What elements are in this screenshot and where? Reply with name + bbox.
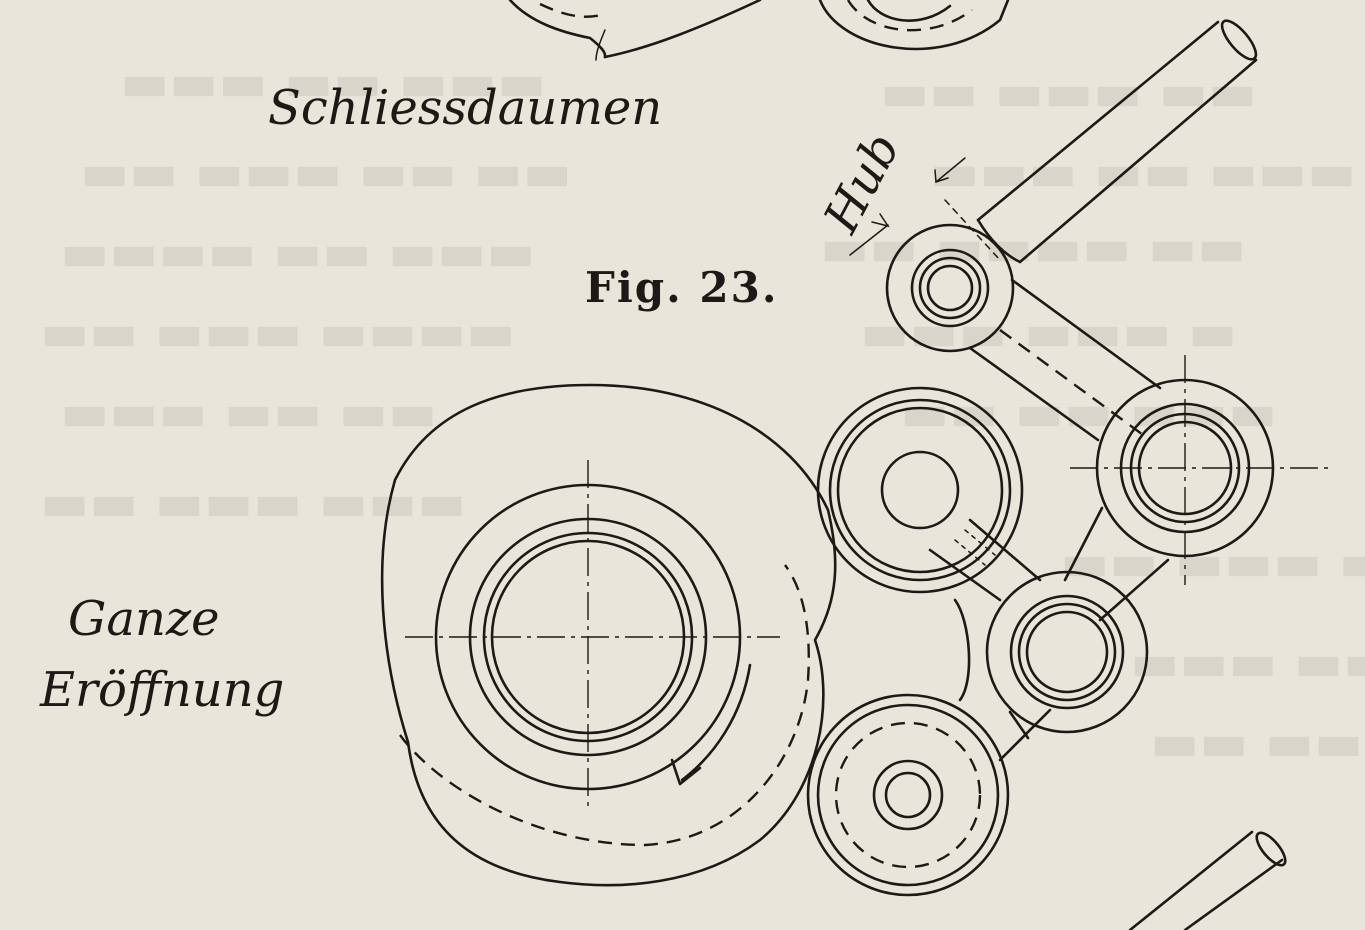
label-ganze: Ganze: [68, 591, 220, 647]
large-cam: [380, 383, 837, 887]
svg-text:▬▬▬▬ ▬▬ ▬▬▬: ▬▬▬▬ ▬▬ ▬▬▬: [60, 223, 535, 283]
bottom-roller: [806, 693, 1010, 897]
label-eroeffnung: Eröffnung: [39, 662, 284, 718]
right-eye: [1070, 355, 1330, 585]
lever-arms: [928, 278, 1170, 762]
bottom-rod: [1128, 830, 1287, 930]
lower-middle-eye: [985, 570, 1149, 734]
svg-text:▬▬▬ ▬▬ ▬▬▬: ▬▬▬ ▬▬ ▬▬▬: [930, 143, 1356, 203]
svg-text:▬▬ ▬▬: ▬▬ ▬▬: [1150, 713, 1363, 773]
svg-text:▬▬ ▬▬▬ ▬▬▬: ▬▬ ▬▬▬ ▬▬▬: [40, 473, 466, 533]
middle-large-eye: [816, 386, 1024, 594]
svg-text:▬▬ ▬▬▬ ▬▬▬▬: ▬▬ ▬▬▬ ▬▬▬▬: [40, 303, 515, 363]
label-schliessdaumen: Schliessdaumen: [268, 80, 662, 136]
svg-text:▬▬▬ ▬▬: ▬▬▬ ▬▬: [1130, 633, 1365, 693]
svg-text:▬▬ ▬▬▬ ▬: ▬▬ ▬▬▬ ▬: [1060, 533, 1365, 593]
svg-text:▬▬ ▬▬▬ ▬▬: ▬▬ ▬▬▬ ▬▬: [880, 63, 1257, 123]
svg-text:▬▬▬ ▬▬ ▬▬▬: ▬▬▬ ▬▬ ▬▬▬: [120, 53, 546, 113]
figure-caption: Fig. 23.: [585, 263, 778, 312]
upper-small-eye: [885, 223, 1015, 353]
svg-text:▬▬ ▬▬▬ ▬▬ ▬▬: ▬▬ ▬▬▬ ▬▬ ▬▬: [80, 143, 572, 203]
svg-text:▬▬▬ ▬▬ ▬▬: ▬▬▬ ▬▬ ▬▬: [60, 383, 437, 443]
svg-text:▬▬▬ ▬▬▬ ▬: ▬▬▬ ▬▬▬ ▬: [860, 303, 1237, 363]
top-partial-cam: [508, 0, 762, 61]
svg-text:▬▬ ▬▬▬▬ ▬▬: ▬▬ ▬▬▬▬ ▬▬: [820, 218, 1246, 278]
top-partial-ring: [818, 0, 1010, 51]
